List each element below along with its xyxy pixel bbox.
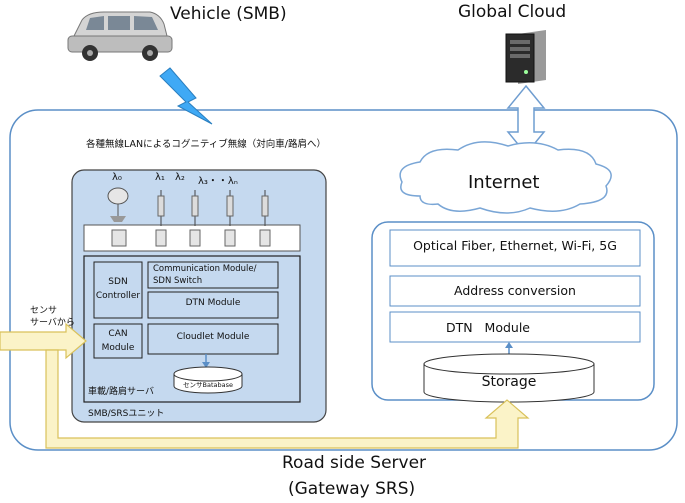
sensor-database-cylinder xyxy=(173,366,243,394)
gateway-srs-label: (Gateway SRS) xyxy=(288,479,416,499)
lambda-3n-label: λ₃・・λₙ xyxy=(198,176,238,187)
vehicle-icon xyxy=(67,11,173,61)
can-module-label: CAN Module xyxy=(101,329,135,353)
address-conversion-box xyxy=(389,275,641,307)
internet-label: Internet xyxy=(468,172,540,193)
antenna-3-icon xyxy=(224,190,236,247)
cloudlet-module-box xyxy=(147,323,279,355)
vehicle-label: Vehicle (SMB) xyxy=(170,4,287,24)
gateway-feed-arrow xyxy=(45,349,530,449)
smb-srs-unit-label: SMB/SRSユニット xyxy=(88,409,165,419)
antenna-n-icon xyxy=(259,190,271,247)
sensor-database-label: センサBatabase xyxy=(183,381,233,389)
wireless-bolt-icon xyxy=(159,67,213,125)
storage-label: Storage xyxy=(481,374,537,390)
antenna-1-icon xyxy=(155,190,167,247)
communication-module-label: Communication Module/ SDN Switch xyxy=(153,264,257,286)
antenna-2-icon xyxy=(189,190,201,247)
lambda-0-label: λ₀ xyxy=(112,172,122,183)
global-cloud-label: Global Cloud xyxy=(458,2,567,22)
unit-dtn-module-label: DTN Module xyxy=(185,298,241,308)
sensor-input-label: センサ サーバから xyxy=(30,306,75,328)
comm-types-box xyxy=(389,229,641,267)
gateway-dtn-label: DTN Module xyxy=(446,320,530,335)
server-icon xyxy=(505,30,546,84)
cognitive-radio-label: 各種無線LANによるコグニティブ無線（対向車/路肩へ） xyxy=(86,139,326,150)
sdn-controller-box xyxy=(93,261,143,319)
module-box-icon xyxy=(111,229,127,247)
gateway-dtn-box xyxy=(389,311,641,343)
sdn-controller-label: SDN Controller xyxy=(95,277,141,301)
satellite-dish-icon xyxy=(107,187,129,222)
unit-dtn-module-box xyxy=(147,291,279,319)
comm-types-label: Optical Fiber, Ethernet, Wi-Fi, 5G xyxy=(413,238,617,253)
lambda-2-label: λ₂ xyxy=(175,172,185,183)
lambda-1-label: λ₁ xyxy=(155,172,165,183)
sensor-input-arrow xyxy=(0,322,87,360)
address-conversion-label: Address conversion xyxy=(454,283,576,298)
can-module-box xyxy=(93,323,143,359)
road-side-server-label: Road side Server xyxy=(282,453,427,473)
communication-module-box xyxy=(147,261,279,289)
internet-cloud xyxy=(399,141,612,214)
cloudlet-module-label: Cloudlet Module xyxy=(176,332,250,342)
onboard-server-label: 車載/路肩サーバ xyxy=(88,387,154,397)
